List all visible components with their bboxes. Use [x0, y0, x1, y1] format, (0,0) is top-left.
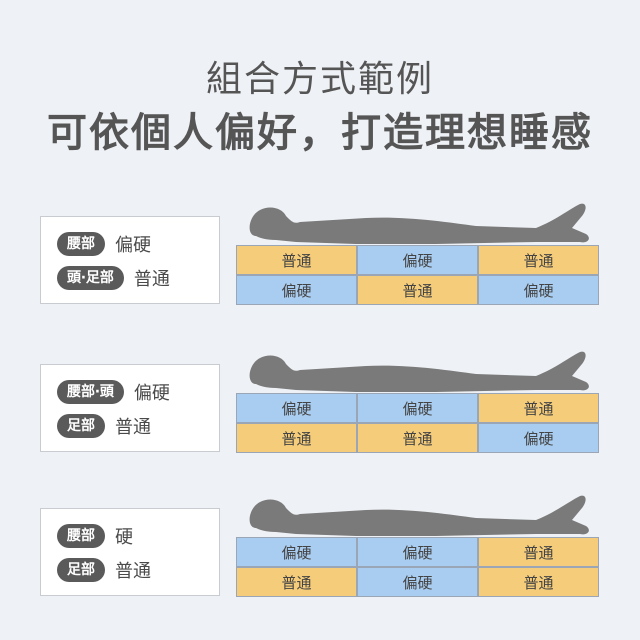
- mattress-cell: 普通: [236, 567, 357, 597]
- mattress-cell: 偏硬: [478, 423, 599, 453]
- reclining-person-icon: [249, 203, 589, 244]
- mattress-row: 普通 偏硬 普通: [236, 567, 599, 597]
- mattress-cell: 偏硬: [357, 393, 478, 423]
- body-part-badge: 足部: [57, 558, 105, 582]
- page-subtitle: 組合方式範例: [205, 59, 434, 100]
- legend-box-1: 腰部 偏硬 頭‧足部 普通: [40, 216, 220, 304]
- mattress-cell: 偏硬: [478, 275, 599, 305]
- mattress-cell: 普通: [236, 423, 357, 453]
- legend-row: 腰部 偏硬: [57, 231, 151, 257]
- legend-box-2: 腰部‧頭 偏硬 足部 普通: [40, 364, 220, 452]
- mattress-grid-2: 偏硬 偏硬 普通 普通 普通 偏硬: [236, 393, 599, 453]
- mattress-cell: 普通: [357, 423, 478, 453]
- mattress-cell: 偏硬: [357, 567, 478, 597]
- legend-row: 足部 普通: [57, 413, 151, 439]
- legend-row: 足部 普通: [57, 557, 151, 583]
- mattress-cell: 普通: [478, 393, 599, 423]
- mattress-row: 偏硬 偏硬 普通: [236, 537, 599, 567]
- mattress-cell: 偏硬: [357, 537, 478, 567]
- firmness-label: 普通: [133, 269, 170, 290]
- reclining-person-icon: [249, 495, 589, 536]
- body-part-badge: 頭‧足部: [57, 266, 124, 290]
- mattress-cell: 普通: [357, 275, 478, 305]
- mattress-cell: 普通: [236, 245, 357, 275]
- body-part-badge: 腰部: [57, 232, 105, 256]
- firmness-label: 偏硬: [115, 235, 151, 256]
- body-part-badge: 足部: [57, 414, 105, 438]
- body-part-badge: 腰部: [57, 524, 105, 548]
- mattress-row: 普通 偏硬 普通: [236, 245, 599, 275]
- mattress-cell: 偏硬: [236, 275, 357, 305]
- mattress-cell: 偏硬: [236, 393, 357, 423]
- page-title: 可依個人偏好，打造理想睡感: [47, 110, 593, 156]
- legend-row: 頭‧足部 普通: [57, 265, 170, 291]
- legend-row: 腰部 硬: [57, 523, 133, 549]
- mattress-grid-1: 普通 偏硬 普通 偏硬 普通 偏硬: [236, 245, 599, 305]
- mattress-row: 偏硬 普通 偏硬: [236, 275, 599, 305]
- legend-box-3: 腰部 硬 足部 普通: [40, 508, 220, 596]
- mattress-row: 普通 普通 偏硬: [236, 423, 599, 453]
- mattress-row: 偏硬 偏硬 普通: [236, 393, 599, 423]
- firmness-label: 硬: [115, 527, 133, 548]
- firmness-label: 普通: [115, 417, 151, 438]
- body-part-badge: 腰部‧頭: [57, 380, 124, 404]
- mattress-cell: 普通: [478, 567, 599, 597]
- legend-row: 腰部‧頭 偏硬: [57, 379, 170, 405]
- firmness-label: 偏硬: [133, 383, 170, 404]
- reclining-person-icon: [249, 351, 589, 392]
- mattress-grid-3: 偏硬 偏硬 普通 普通 偏硬 普通: [236, 537, 599, 597]
- mattress-cell: 普通: [478, 537, 599, 567]
- mattress-cell: 偏硬: [357, 245, 478, 275]
- mattress-cell: 偏硬: [236, 537, 357, 567]
- mattress-cell: 普通: [478, 245, 599, 275]
- firmness-label: 普通: [115, 561, 151, 582]
